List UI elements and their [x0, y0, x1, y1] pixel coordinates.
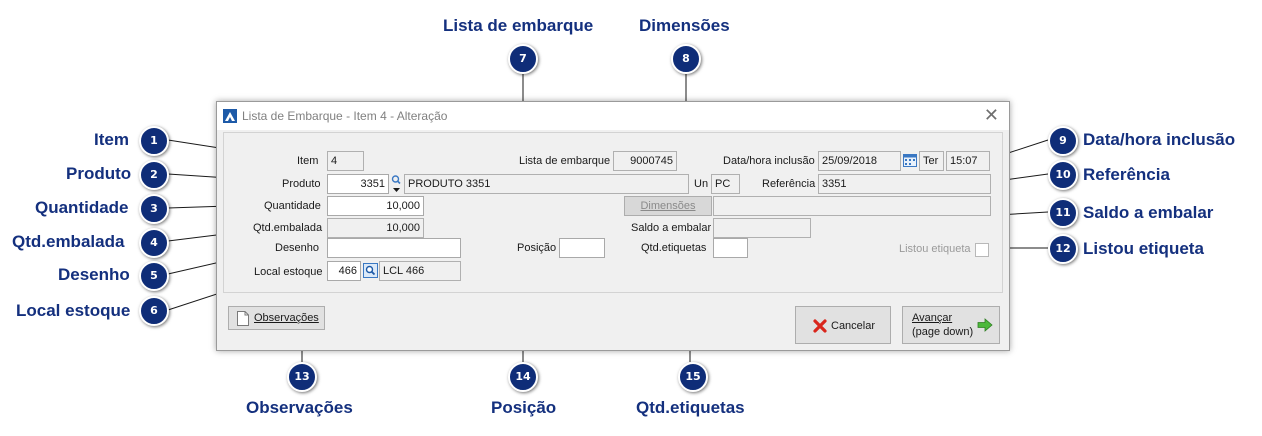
cancel-button[interactable]: Cancelar: [795, 306, 891, 344]
cancel-button-label: Cancelar: [831, 320, 876, 332]
label-quantity-label: Qtd.etiquetas: [641, 242, 707, 254]
packed-quantity-field[interactable]: 10,000: [327, 218, 424, 238]
balance-to-pack-field[interactable]: [713, 218, 811, 238]
callout-badge-5: 5: [139, 261, 169, 291]
callout-label-dimensoes: Dimensões: [639, 16, 730, 35]
unit-field[interactable]: PC: [711, 174, 740, 194]
callout-label-posicao: Posição: [491, 398, 557, 417]
position-label: Posição: [517, 242, 557, 254]
callout-label-qtd-etiquetas: Qtd.etiquetas: [636, 398, 745, 417]
callout-badge-8: 8: [671, 44, 701, 74]
advance-button[interactable]: Avançar (page down): [902, 306, 1000, 344]
app-logo-icon: [223, 109, 237, 123]
callout-label-qtd-embalada: Qtd.embalada: [12, 232, 125, 251]
callout-label-saldo: Saldo a embalar: [1083, 203, 1214, 222]
callout-badge-13: 13: [287, 362, 317, 392]
inclusion-datetime-label: Data/hora inclusão: [723, 155, 815, 167]
inclusion-weekday-field[interactable]: Ter: [919, 151, 944, 171]
callout-badge-3: 3: [139, 194, 169, 224]
reference-field[interactable]: 3351: [818, 174, 991, 194]
drawing-label: Desenho: [275, 242, 320, 254]
dialog-titlebar: Lista de Embarque - Item 4 - Alteração ✕: [217, 102, 1009, 130]
dimensions-button-label: Dimensões: [640, 200, 696, 212]
dialog-title: Lista de Embarque - Item 4 - Alteração: [242, 109, 448, 123]
callout-badge-9: 9: [1048, 126, 1078, 156]
packed-quantity-label: Qtd.embalada: [253, 222, 323, 234]
stock-location-code-field[interactable]: 466: [327, 261, 361, 281]
cancel-x-icon: [813, 319, 827, 333]
arrow-right-icon: [977, 318, 993, 332]
callout-label-produto: Produto: [66, 164, 132, 183]
quantity-field[interactable]: 10,000: [327, 196, 424, 216]
item-field[interactable]: 4: [327, 151, 364, 171]
quantity-label: Quantidade: [264, 200, 321, 212]
calendar-icon[interactable]: [903, 153, 917, 167]
item-label: Item: [297, 155, 319, 167]
callout-label-listou-etiqueta: Listou etiqueta: [1083, 239, 1204, 258]
shipping-list-item-dialog: Lista de Embarque - Item 4 - Alteração ✕…: [216, 101, 1010, 351]
callout-label-quantidade: Quantidade: [35, 198, 129, 217]
callout-badge-7: 7: [508, 44, 538, 74]
callout-badge-12: 12: [1048, 234, 1078, 264]
callout-badge-10: 10: [1048, 160, 1078, 190]
callout-badge-2: 2: [139, 160, 169, 190]
advance-button-sublabel: (page down): [912, 326, 974, 338]
drawing-field[interactable]: [327, 238, 461, 258]
stock-location-search-icon[interactable]: [363, 263, 378, 278]
shipping-list-field[interactable]: 9000745: [613, 151, 677, 171]
product-search-dropdown-icon[interactable]: [391, 174, 402, 194]
product-label: Produto: [282, 178, 321, 190]
reference-label: Referência: [762, 178, 816, 190]
product-code-field[interactable]: 3351: [327, 174, 389, 194]
product-description-field[interactable]: PRODUTO 3351: [404, 174, 689, 194]
stock-location-label: Local estoque: [254, 266, 323, 278]
inclusion-time-field[interactable]: 15:07: [946, 151, 990, 171]
callout-label-referencia: Referência: [1083, 165, 1170, 184]
printed-label-checkbox[interactable]: [975, 243, 989, 257]
stock-location-description-field[interactable]: LCL 466: [379, 261, 461, 281]
advance-button-label: Avançar: [912, 312, 953, 324]
callout-label-data-hora: Data/hora inclusão: [1083, 130, 1236, 149]
balance-to-pack-label: Saldo a embalar: [631, 222, 712, 234]
position-field[interactable]: [559, 238, 605, 258]
observations-button[interactable]: Observações: [228, 306, 325, 330]
inclusion-date-field[interactable]: 25/09/2018: [818, 151, 901, 171]
label-quantity-field[interactable]: [713, 238, 748, 258]
callout-label-desenho: Desenho: [58, 265, 130, 284]
callout-label-item: Item: [94, 130, 129, 149]
dimensions-button[interactable]: Dimensões: [624, 196, 712, 216]
dimensions-field[interactable]: [713, 196, 991, 216]
close-icon[interactable]: ✕: [983, 105, 999, 125]
callout-label-local-estoque: Local estoque: [16, 301, 131, 320]
callout-label-observacoes: Observações: [246, 398, 353, 417]
observations-button-label: Observações: [254, 312, 319, 324]
callout-badge-6: 6: [139, 296, 169, 326]
shipping-list-label: Lista de embarque: [519, 155, 611, 167]
unit-label: Un: [694, 178, 709, 190]
callout-badge-14: 14: [508, 362, 538, 392]
callout-badge-11: 11: [1048, 198, 1078, 228]
callout-badge-4: 4: [139, 228, 169, 258]
callout-badge-15: 15: [678, 362, 708, 392]
printed-label-label: Listou etiqueta: [899, 243, 971, 255]
document-icon: [237, 311, 249, 326]
callout-label-lista-embarque: Lista de embarque: [443, 16, 594, 35]
callout-badge-1: 1: [139, 126, 169, 156]
